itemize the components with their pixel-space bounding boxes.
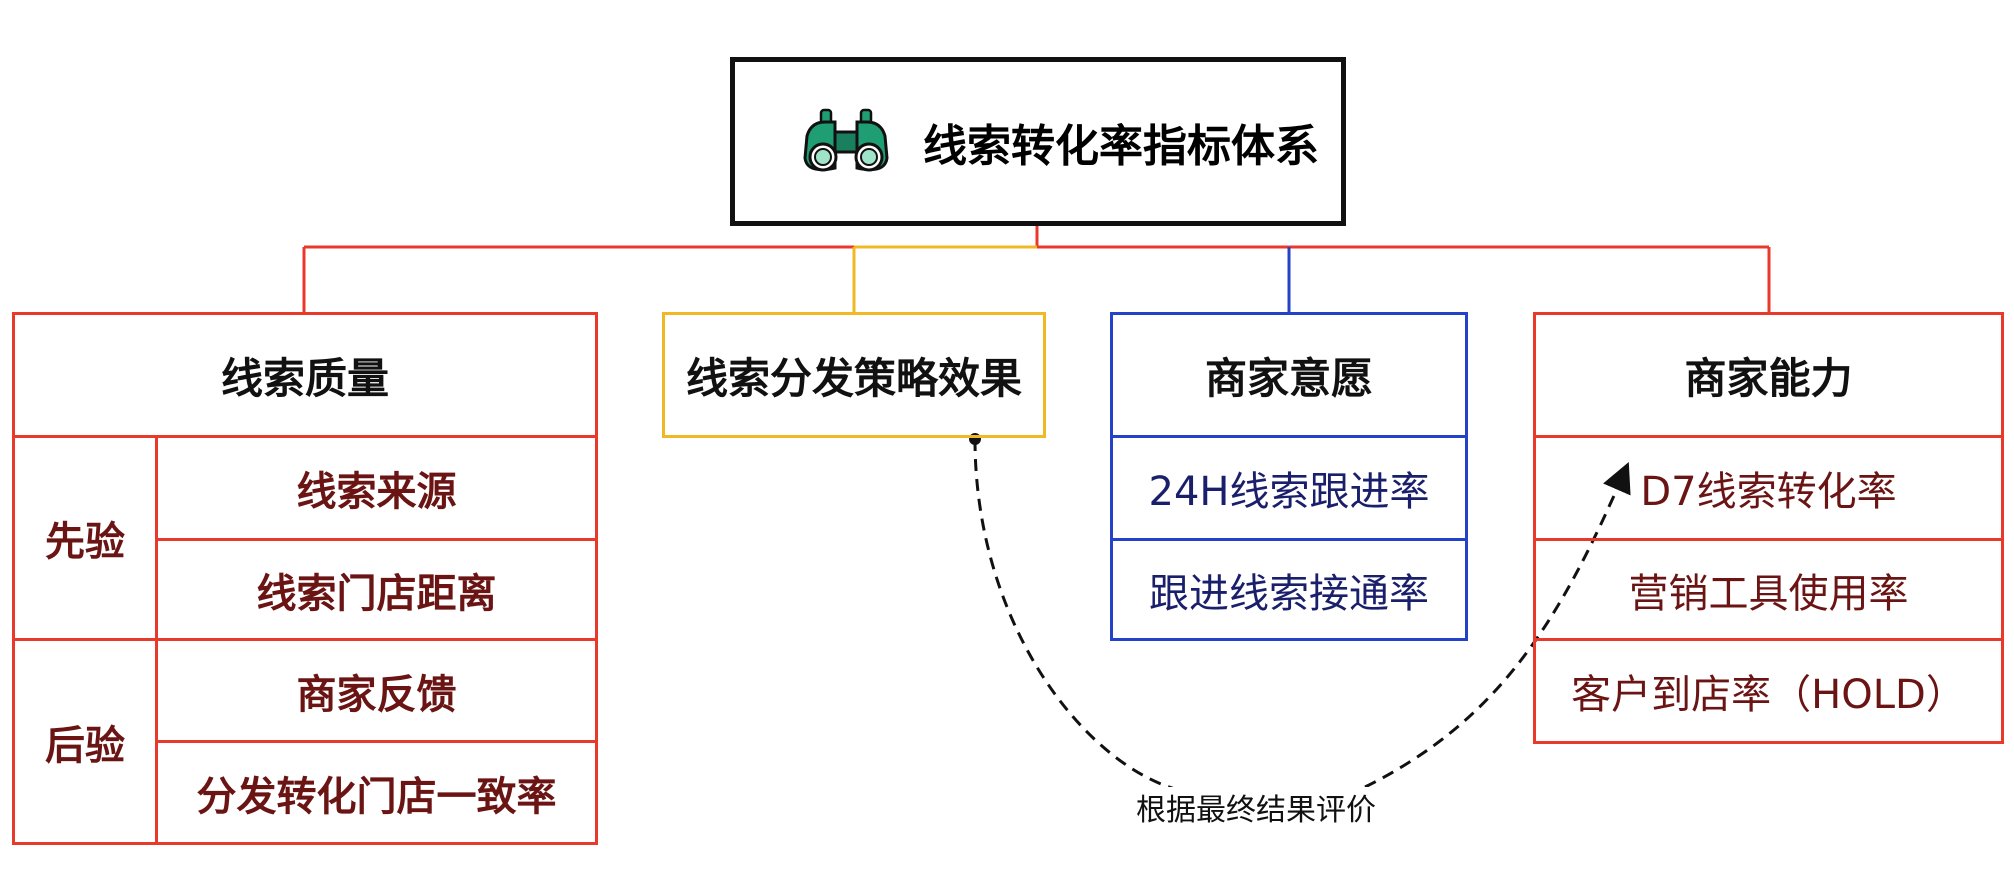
item-marketing-tool-usage-rate: 营销工具使用率 [1533, 538, 2004, 641]
item-merchant-feedback: 商家反馈 [155, 638, 598, 743]
item-followup-connect-rate: 跟进线索接通率 [1110, 538, 1468, 641]
column-dispatch-strategy-header: 线索分发策略效果 [662, 312, 1046, 438]
item-d7-conversion-rate: D7线索转化率 [1533, 435, 2004, 541]
item-24h-followup-rate: 24H线索跟进率 [1110, 435, 1468, 541]
connector-red [302, 226, 1771, 312]
group-posterior-label: 后验 [12, 638, 158, 845]
item-dispatch-consistency-rate: 分发转化门店一致率 [155, 740, 598, 845]
root-title: 线索转化率指标体系 [923, 120, 1319, 172]
item-lead-store-distance: 线索门店距离 [155, 538, 598, 641]
group-prior-label: 先验 [12, 435, 158, 641]
column-merchant-capability-title: 商家能力 [1684, 353, 1853, 403]
root-node: 线索转化率指标体系 [730, 57, 1346, 226]
binoculars-icon [803, 108, 889, 171]
column-merchant-willingness-title: 商家意愿 [1204, 353, 1373, 403]
column-merchant-willingness-header: 商家意愿 [1110, 312, 1468, 438]
column-lead-quality-title: 线索质量 [220, 353, 389, 403]
connector-yellow [852, 245, 1037, 312]
column-merchant-capability-header: 商家能力 [1533, 312, 2004, 438]
item-lead-source: 线索来源 [155, 435, 598, 541]
column-lead-quality-header: 线索质量 [12, 312, 598, 438]
dashed-arrow [973, 438, 1624, 791]
column-dispatch-strategy-title: 线索分发策略效果 [685, 353, 1022, 403]
item-customer-visit-rate: 客户到店率（HOLD） [1533, 638, 2004, 744]
evaluation-annotation: 根据最终结果评价 [1126, 787, 1386, 828]
